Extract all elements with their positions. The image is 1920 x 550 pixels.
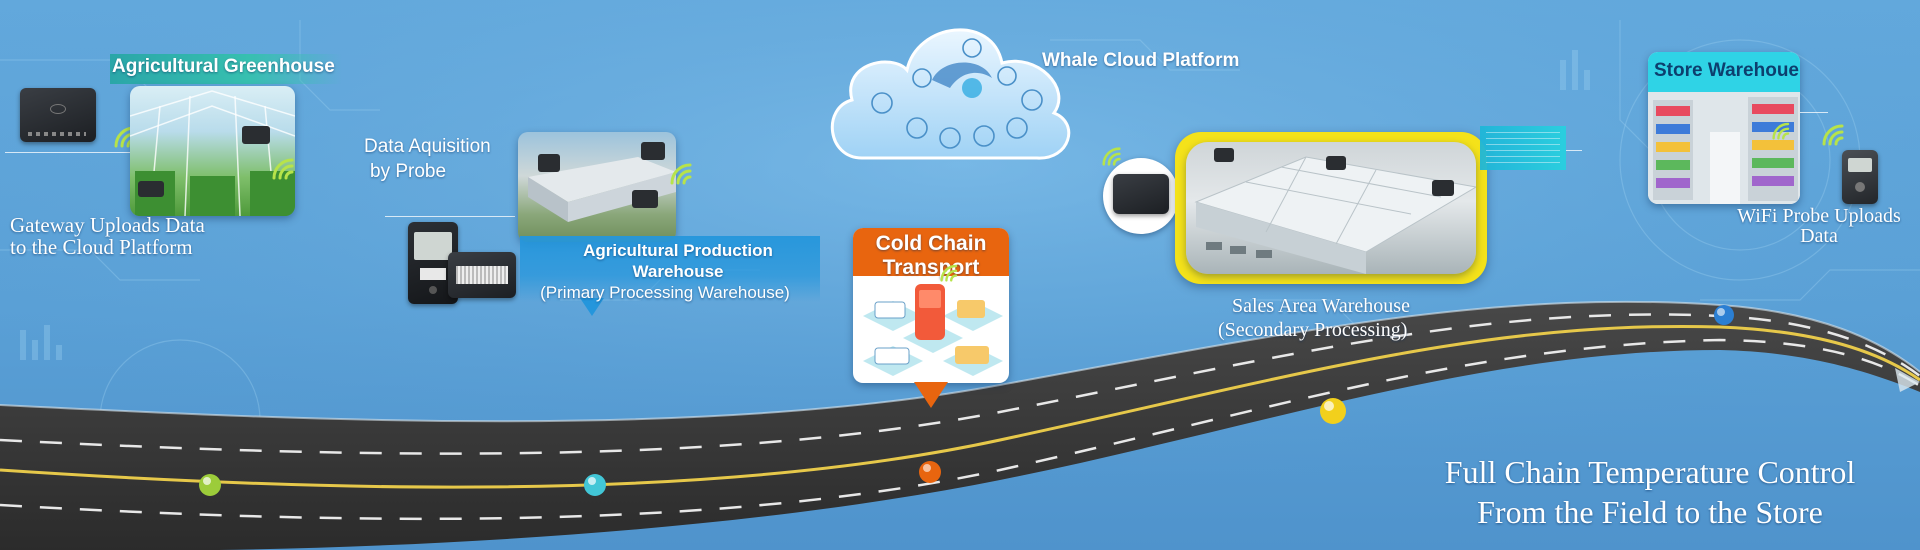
sales-label-line2: (Secondary Processing) xyxy=(1218,319,1408,341)
store-card xyxy=(1648,52,1800,204)
wifi-icon xyxy=(272,158,294,180)
cloud-title: Whale Cloud Platform xyxy=(1042,50,1240,71)
greenhouse-photo xyxy=(130,86,295,216)
gateway-device-icon xyxy=(20,88,96,142)
marker-production xyxy=(584,474,606,496)
cloud-platform-icon xyxy=(830,28,1071,160)
tagline-line2: From the Field to the Store xyxy=(1477,494,1823,530)
gateway-label-line1: Gateway Uploads Data xyxy=(10,213,205,237)
store-shelves-photo xyxy=(1648,92,1800,204)
production-label-box xyxy=(520,236,820,302)
greenhouse-title-banner xyxy=(110,54,342,84)
cold-chain-header xyxy=(853,228,1009,276)
probe-connector-line xyxy=(385,216,515,217)
cold-chain-title: Cold Chain Transport xyxy=(875,232,987,279)
route-markers xyxy=(199,305,1734,496)
probe-label-line2: by Probe xyxy=(370,161,447,182)
sales-data-panel xyxy=(1480,126,1566,170)
marker-store xyxy=(1714,305,1734,325)
store-title: Store Warehoue xyxy=(1654,60,1799,81)
tagline: Full Chain Temperature Control From the … xyxy=(1380,452,1920,532)
wifi-icon xyxy=(1822,124,1844,146)
marker-greenhouse xyxy=(199,474,221,496)
store-connector-line xyxy=(1800,112,1828,113)
road-arrow-icon xyxy=(1895,368,1920,392)
marker-sales xyxy=(1320,398,1346,424)
sales-warehouse-photo xyxy=(1186,142,1476,274)
wifi-icon xyxy=(670,163,692,185)
probe-label: Data Aquisition by Probe xyxy=(364,134,491,184)
sales-gateway-circle xyxy=(1103,158,1179,234)
greenhouse-title: Agricultural Greenhouse xyxy=(112,56,335,77)
cold-chain-illustration xyxy=(863,284,1003,376)
production-label-line3: (Primary Processing Warehouse) xyxy=(540,283,790,302)
wifi-probe-label: WiFi Probe Uploads Data xyxy=(1718,206,1920,246)
wifi-probe-device-icon xyxy=(1842,150,1878,204)
road-edge-top xyxy=(0,300,1920,423)
wifi-icon xyxy=(1772,122,1790,140)
production-pointer-icon xyxy=(580,298,604,316)
probe-label-line1: Data Aquisition xyxy=(364,136,491,157)
sales-panel-connector-line xyxy=(1566,150,1582,151)
sales-label-line1: Sales Area Warehouse xyxy=(1232,295,1410,317)
store-header xyxy=(1648,52,1800,92)
wifi-probe-label-line1: WiFi Probe Uploads xyxy=(1737,205,1901,227)
sales-label: Sales Area Warehouse (Secondary Processi… xyxy=(1218,294,1410,342)
production-label-line2: Warehouse xyxy=(632,262,724,281)
gateway-connector-line xyxy=(5,152,130,153)
wifi-icon xyxy=(1102,147,1121,166)
cold-chain-pointer-icon xyxy=(914,382,948,408)
production-warehouse-photo xyxy=(518,132,676,242)
gateway-label-line2: to the Cloud Platform xyxy=(10,235,193,259)
gateway-label: Gateway Uploads Data to the Cloud Platfo… xyxy=(10,214,205,258)
cold-chain-card xyxy=(853,228,1009,383)
wifi-icon xyxy=(940,264,958,282)
wifi-probe-label-line2: Data xyxy=(1800,225,1838,247)
probe-sensor-icon xyxy=(448,252,516,298)
tagline-line1: Full Chain Temperature Control xyxy=(1444,454,1856,490)
production-label-line1: Agricultural Production xyxy=(583,241,773,260)
production-label: Agricultural Production Warehouse (Prima… xyxy=(520,240,810,303)
sales-gateway-device-icon xyxy=(1113,174,1169,214)
road-lane-dashes-upper xyxy=(0,313,1920,455)
road-center-line xyxy=(0,325,1920,489)
marker-cold-chain xyxy=(919,461,941,483)
